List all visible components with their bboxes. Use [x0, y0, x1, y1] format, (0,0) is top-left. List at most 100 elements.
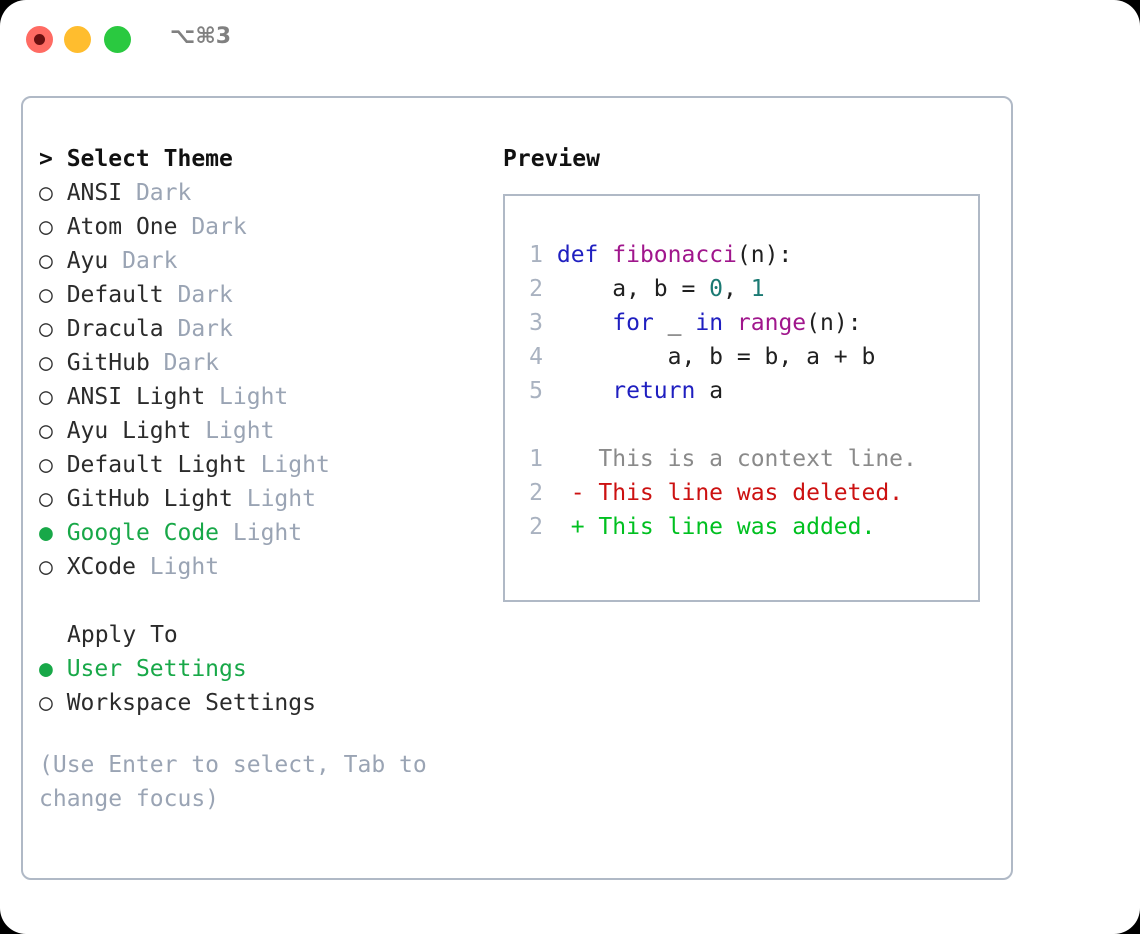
theme-option-variant: Dark	[149, 350, 220, 376]
line-number: 3	[529, 310, 543, 336]
theme-option-github[interactable]: ○ GitHub Dark	[39, 346, 489, 380]
theme-option-label: Dracula	[52, 316, 164, 342]
code-token: a	[695, 378, 724, 404]
apply-to-option-workspace-settings[interactable]: ○ Workspace Settings	[39, 686, 489, 720]
code-line: 2 a, b = 0, 1	[517, 272, 978, 306]
radio-unselected-icon: ○	[39, 486, 53, 512]
theme-option-ansi-light[interactable]: ○ ANSI Light Light	[39, 380, 489, 414]
code-token: ,	[723, 276, 751, 302]
code-line: 1 def fibonacci(n):	[517, 238, 978, 272]
code-line: 2 + This line was added.	[517, 510, 978, 544]
recording-indicator-icon	[34, 34, 45, 45]
keyboard-shortcut-label: ⌥⌘3	[170, 24, 232, 49]
theme-picker-column: > Select Theme ○ ANSI Dark○ Atom One Dar…	[39, 142, 489, 816]
list-spacer	[39, 584, 489, 618]
line-number: 1	[529, 242, 543, 268]
maximize-window-button[interactable]	[104, 26, 131, 53]
code-token	[598, 242, 612, 268]
theme-option-label: Ayu	[52, 248, 109, 274]
theme-option-label: ANSI	[52, 180, 123, 206]
radio-unselected-icon: ○	[39, 452, 53, 478]
theme-option-label: Ayu Light	[52, 418, 192, 444]
radio-unselected-icon: ○	[39, 316, 53, 342]
theme-option-ayu-light[interactable]: ○ Ayu Light Light	[39, 414, 489, 448]
theme-option-variant: Dark	[177, 214, 247, 240]
preview-column: Preview 1 def fibonacci(n):2 a, b = 0, 1…	[503, 142, 993, 602]
minimize-window-button[interactable]	[64, 26, 91, 53]
code-token: for	[612, 310, 654, 336]
theme-option-ansi[interactable]: ○ ANSI Dark	[39, 176, 489, 210]
code-line: 1 This is a context line.	[517, 442, 978, 476]
theme-option-label: Atom One	[52, 214, 178, 240]
theme-option-variant: Light	[205, 384, 289, 410]
theme-option-label: XCode	[52, 554, 136, 580]
line-number: 2	[529, 480, 543, 506]
theme-option-default-light[interactable]: ○ Default Light Light	[39, 448, 489, 482]
theme-option-xcode[interactable]: ○ XCode Light	[39, 550, 489, 584]
theme-option-ayu[interactable]: ○ Ayu Dark	[39, 244, 489, 278]
radio-unselected-icon: ○	[39, 384, 53, 410]
code-token: This is a context line.	[543, 446, 917, 472]
radio-unselected-icon: ○	[39, 180, 53, 206]
code-token: - This line was deleted.	[543, 480, 904, 506]
theme-option-label: Default Light	[52, 452, 247, 478]
theme-option-label: Default	[52, 282, 164, 308]
preview-title: Preview	[503, 146, 600, 172]
theme-option-variant: Light	[219, 520, 303, 546]
code-token: a, b =	[543, 276, 710, 302]
line-number: 1	[529, 446, 543, 472]
line-number: 2	[529, 276, 543, 302]
apply-to-option-user-settings[interactable]: ● User Settings	[39, 652, 489, 686]
theme-option-label: ANSI Light	[52, 384, 206, 410]
theme-option-dracula[interactable]: ○ Dracula Dark	[39, 312, 489, 346]
theme-option-variant: Light	[135, 554, 220, 580]
theme-option-variant: Dark	[163, 282, 233, 308]
theme-option-atom-one[interactable]: ○ Atom One Dark	[39, 210, 489, 244]
theme-list: ○ ANSI Dark○ Atom One Dark○ Ayu Dark○ De…	[39, 176, 489, 584]
radio-selected-icon: ●	[39, 656, 53, 682]
theme-option-variant: Light	[191, 418, 275, 444]
theme-option-default[interactable]: ○ Default Dark	[39, 278, 489, 312]
theme-option-variant: Light	[246, 452, 330, 478]
select-theme-header: > Select Theme	[39, 146, 233, 172]
code-token: in	[695, 310, 724, 336]
apply-to-option-label: User Settings	[52, 656, 247, 682]
code-token: (n):	[736, 242, 793, 268]
title-bar: ⌥⌘3	[0, 0, 1140, 78]
radio-selected-icon: ●	[39, 520, 53, 546]
apply-to-list: ● User Settings○ Workspace Settings	[39, 652, 489, 720]
radio-unselected-icon: ○	[39, 282, 53, 308]
apply-to-option-label: Workspace Settings	[52, 690, 316, 716]
code-token: (n):	[806, 310, 862, 336]
theme-option-variant: Light	[232, 486, 316, 512]
keyboard-hint-text: (Use Enter to select, Tab to change focu…	[39, 752, 427, 812]
theme-option-variant: Dark	[163, 316, 233, 342]
code-token: a, b = b, a + b	[543, 344, 876, 370]
theme-option-label: Google Code	[52, 520, 220, 546]
theme-option-variant: Dark	[108, 248, 178, 274]
theme-option-github-light[interactable]: ○ GitHub Light Light	[39, 482, 489, 516]
code-token	[543, 310, 612, 336]
content-panel: > Select Theme ○ ANSI Dark○ Atom One Dar…	[21, 96, 1013, 880]
line-number: 4	[529, 344, 543, 370]
code-line: 2 - This line was deleted.	[517, 476, 978, 510]
diff-sample-block: 1 This is a context line.2 - This line w…	[517, 442, 978, 544]
radio-unselected-icon: ○	[39, 418, 53, 444]
code-token: + This line was added.	[543, 514, 876, 540]
code-token: fibonacci	[612, 242, 737, 268]
code-line: 3 for _ in range(n):	[517, 306, 978, 340]
code-token: _	[653, 310, 696, 336]
line-number: 5	[529, 378, 543, 404]
theme-option-label: GitHub	[52, 350, 150, 376]
theme-option-google-code[interactable]: ● Google Code Light	[39, 516, 489, 550]
code-line: 5 return a	[517, 374, 978, 408]
code-token: def	[556, 242, 599, 268]
radio-unselected-icon: ○	[39, 690, 53, 716]
theme-option-variant: Dark	[122, 180, 192, 206]
code-token	[543, 242, 557, 268]
code-token: return	[612, 378, 696, 404]
code-diff-separator	[517, 408, 978, 442]
code-token	[723, 310, 737, 336]
